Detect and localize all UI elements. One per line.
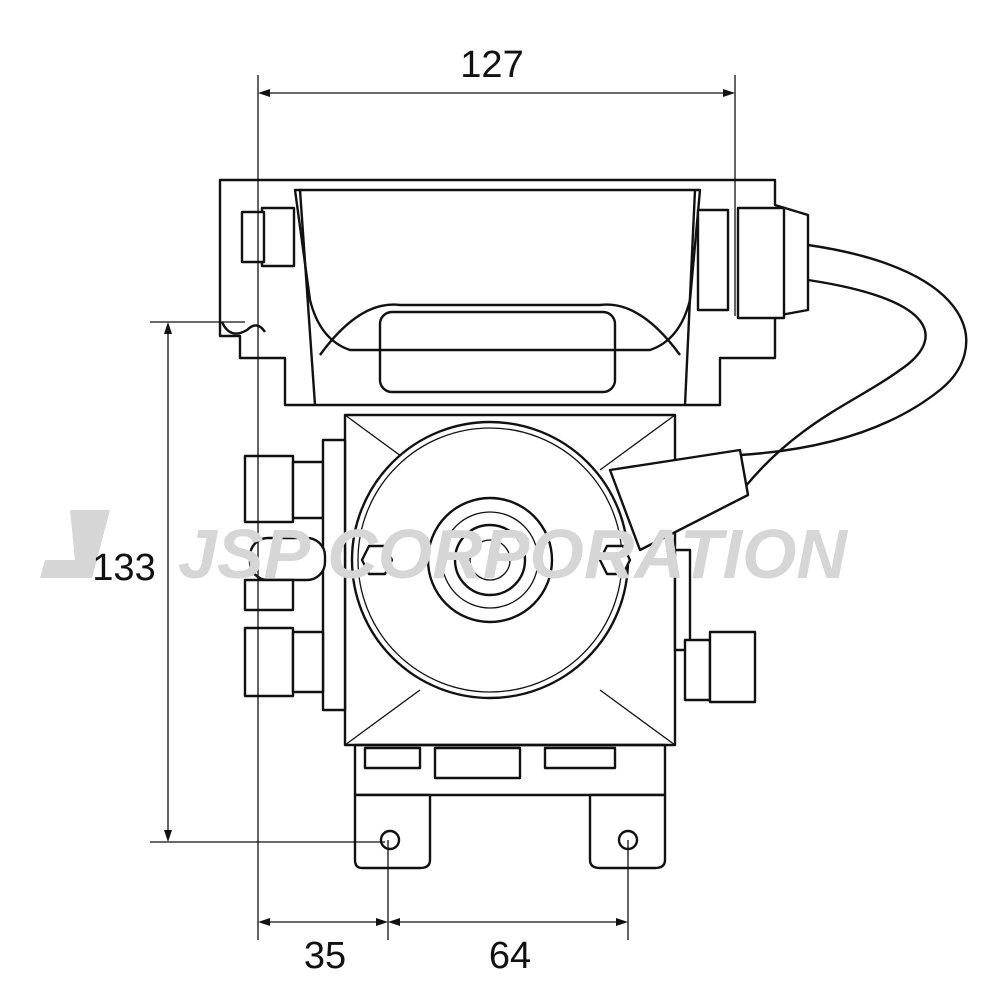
watermark-text: JSP CORPORATION xyxy=(178,515,848,593)
cable xyxy=(739,243,968,457)
dim-edge-to-hole: 35 xyxy=(304,935,346,977)
dim-overall-width: 127 xyxy=(460,44,523,86)
pump-body xyxy=(243,413,757,870)
watermark: JSP CORPORATION xyxy=(40,510,848,593)
dim-mount-height: 133 xyxy=(92,547,155,589)
dimension-lines xyxy=(150,75,736,940)
top-bracket xyxy=(218,178,810,407)
watermark-logo xyxy=(40,510,110,578)
dim-hole-spacing: 64 xyxy=(489,935,531,977)
